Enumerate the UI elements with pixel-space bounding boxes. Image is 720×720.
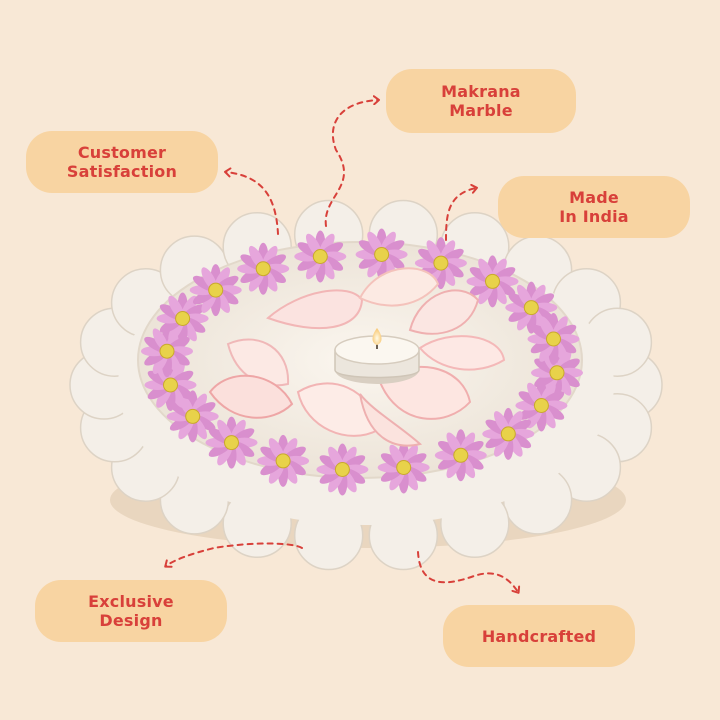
feature-makrana-marble: Makrana Marble (386, 69, 576, 133)
feature-handcrafted: Handcrafted (443, 605, 635, 667)
feature-exclusive-design: Exclusive Design (35, 580, 227, 642)
feature-made-in-india: Made In India (498, 176, 690, 238)
tealight-candle (334, 328, 420, 384)
feature-customer-satisfaction: Customer Satisfaction (26, 131, 218, 193)
flower-ring (141, 228, 583, 496)
rose-petals (208, 267, 506, 447)
dashed-arrow-icon (164, 95, 521, 594)
